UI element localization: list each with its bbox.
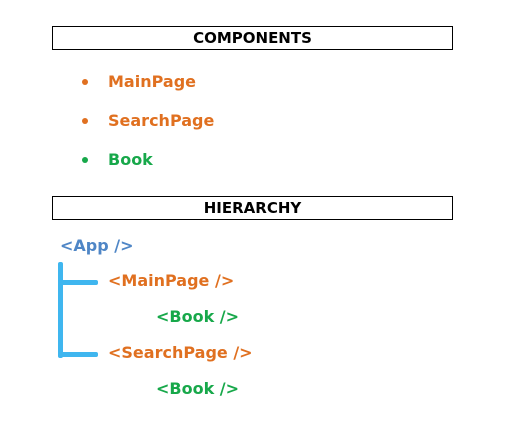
tree-node-book-2: <Book /> — [156, 379, 240, 398]
component-label: SearchPage — [108, 111, 215, 130]
component-label: MainPage — [108, 72, 196, 91]
components-heading-box: COMPONENTS — [52, 26, 453, 50]
hierarchy-heading-box: HIERARCHY — [52, 196, 453, 220]
components-heading: COMPONENTS — [193, 29, 312, 47]
component-item-mainpage: MainPage — [82, 62, 214, 101]
tree-connector-mainpage — [58, 280, 98, 285]
bullet-icon — [82, 156, 88, 163]
hierarchy-heading: HIERARCHY — [203, 199, 302, 217]
tree-node-mainpage: <MainPage /> — [108, 271, 235, 290]
components-list: MainPage SearchPage Book — [82, 62, 214, 179]
tree-connector-vertical — [58, 262, 63, 358]
tree-node-app: <App /> — [60, 236, 134, 255]
component-item-book: Book — [82, 140, 214, 179]
tree-node-searchpage: <SearchPage /> — [108, 343, 253, 362]
bullet-icon — [82, 117, 88, 124]
tree-node-book-1: <Book /> — [156, 307, 240, 326]
component-label: Book — [108, 150, 153, 169]
bullet-icon — [82, 78, 88, 85]
component-item-searchpage: SearchPage — [82, 101, 214, 140]
tree-connector-searchpage — [58, 352, 98, 357]
